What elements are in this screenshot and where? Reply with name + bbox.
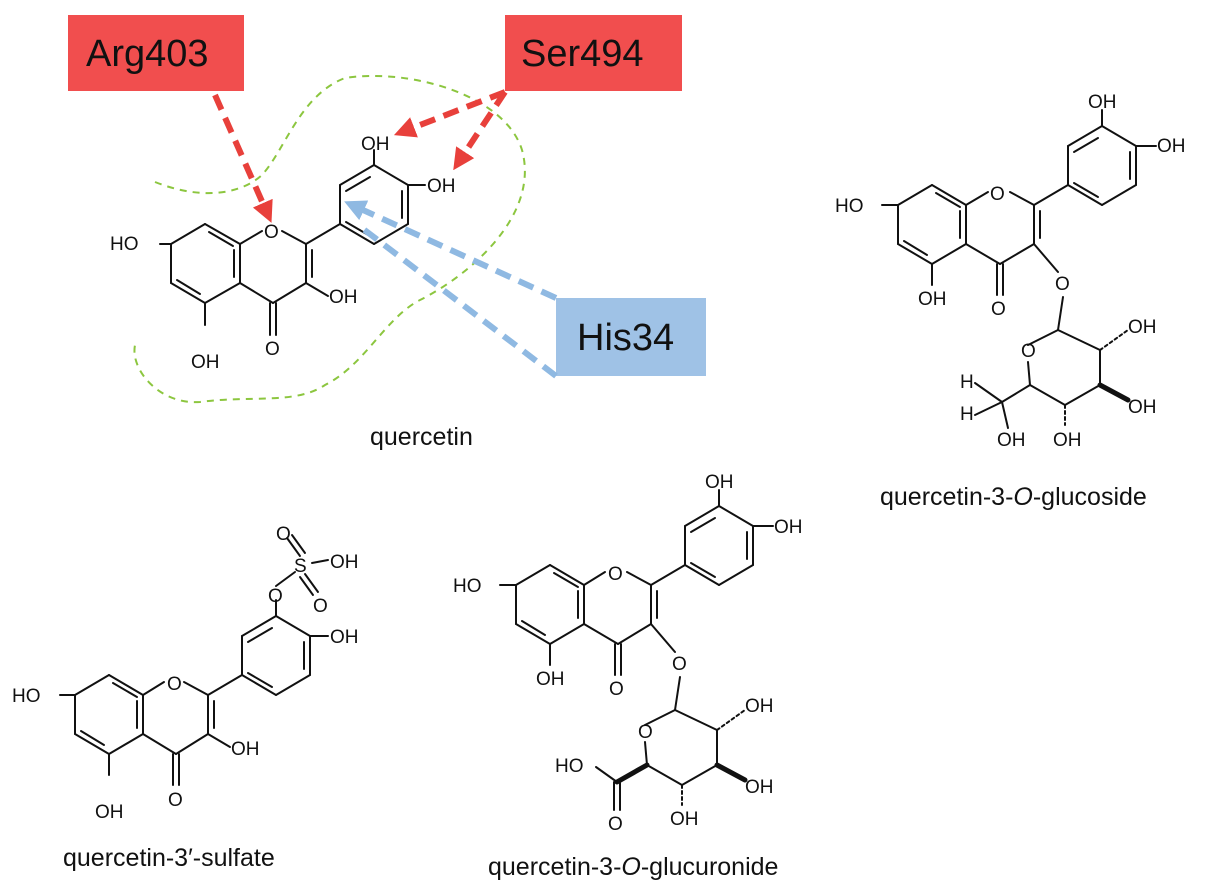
glucuronide-caption: quercetin-3-O-glucuronide — [488, 853, 778, 881]
quercetin-3-o-glucuronide-structure: HO O O OH O O OH OH OH OH OH HO O querce… — [453, 472, 803, 881]
atom-label: O — [1021, 341, 1036, 362]
atom-label: OH — [670, 809, 699, 830]
arg403-arrow — [212, 93, 273, 223]
atom-label: H — [960, 404, 974, 425]
arg403-label: Arg403 — [86, 33, 209, 75]
his34-label: His34 — [577, 317, 674, 359]
atom-label: O — [276, 524, 291, 545]
atom-label: OH — [231, 739, 260, 760]
residue-arg403: Arg403 — [68, 15, 244, 91]
atom-label: OH — [536, 669, 565, 690]
atom-label: OH — [745, 777, 774, 798]
atom-label: OH — [330, 552, 359, 573]
atom-label: OH — [774, 517, 803, 538]
his34-box — [556, 298, 706, 376]
atom-label: O — [608, 814, 623, 835]
atom-label: O — [638, 722, 653, 743]
atom-label: OH — [330, 627, 359, 648]
atom-label: HO — [835, 196, 864, 217]
ser494-label: Ser494 — [521, 33, 644, 75]
glucoside-caption: quercetin-3-O-glucoside — [880, 483, 1147, 511]
sulfate-caption: quercetin-3′-sulfate — [63, 844, 275, 872]
quercetin-3-sulfate-structure: HO O O OH OH OH O S O O OH quercetin-3′-… — [12, 524, 359, 872]
atom-label: OH — [1128, 397, 1157, 418]
quercetin-3-o-glucoside-structure: HO O O OH O O OH OH OH OH OH OH H H quer… — [835, 92, 1186, 511]
atom-label: OH — [191, 352, 220, 373]
atom-label: S — [294, 556, 307, 577]
glucuronide-bonds — [499, 489, 774, 811]
atom-label: O — [167, 674, 182, 695]
atom-label: O — [313, 596, 328, 617]
ser494-arrow-1 — [393, 89, 507, 138]
atom-label: OH — [329, 287, 358, 308]
atom-label: OH — [918, 289, 947, 310]
interaction-arrows — [212, 89, 558, 379]
atom-label: OH — [427, 176, 456, 197]
ser494-box — [505, 15, 682, 91]
atom-label: O — [609, 679, 624, 700]
atom-label: O — [991, 299, 1006, 320]
atom-label: OH — [1053, 430, 1082, 451]
arg403-box — [68, 15, 244, 91]
sulfate-atom-labels: HO O O OH OH OH O S O O OH — [12, 524, 359, 823]
atom-label: H — [960, 372, 974, 393]
atom-label: OH — [1157, 136, 1186, 157]
atom-label: OH — [361, 134, 390, 155]
atom-label: OH — [1088, 92, 1117, 113]
atom-label: O — [1055, 274, 1070, 295]
his34-arrow-2 — [360, 225, 558, 379]
quercetin-atom-labels: HO O O OH OH OH OH — [110, 134, 456, 373]
atom-label: O — [264, 222, 279, 243]
glucuronide-atom-labels: HO O O OH O O OH OH OH OH OH HO O — [453, 472, 803, 835]
residue-ser494: Ser494 — [505, 15, 682, 91]
atom-label: O — [608, 564, 623, 585]
atom-label: HO — [453, 576, 482, 597]
atom-label: HO — [12, 686, 41, 707]
atom-label: HO — [110, 234, 139, 255]
atom-label: OH — [1128, 317, 1157, 338]
quercetin-structure: HO O O OH OH OH OH quercetin — [110, 74, 526, 451]
atom-label: HO — [555, 756, 584, 777]
atom-label: O — [168, 790, 183, 811]
atom-label: OH — [705, 472, 734, 493]
residue-his34: His34 — [556, 298, 706, 376]
atom-label: O — [990, 184, 1005, 205]
binding-pocket-outline — [133, 74, 526, 404]
atom-label: OH — [95, 802, 124, 823]
glucoside-bonds — [881, 109, 1157, 429]
his34-arrow-1 — [344, 200, 558, 301]
atom-label: OH — [997, 430, 1026, 451]
quercetin-caption: quercetin — [370, 423, 473, 451]
atom-label: O — [268, 586, 283, 607]
atom-label: O — [265, 339, 280, 360]
glucoside-atom-labels: HO O O OH O O OH OH OH OH OH OH H H — [835, 92, 1186, 451]
atom-label: OH — [745, 696, 774, 717]
ser494-arrow-2 — [453, 90, 508, 171]
atom-label: O — [672, 654, 687, 675]
sulfate-bonds — [59, 534, 329, 786]
quercetin-bonds — [159, 149, 426, 336]
